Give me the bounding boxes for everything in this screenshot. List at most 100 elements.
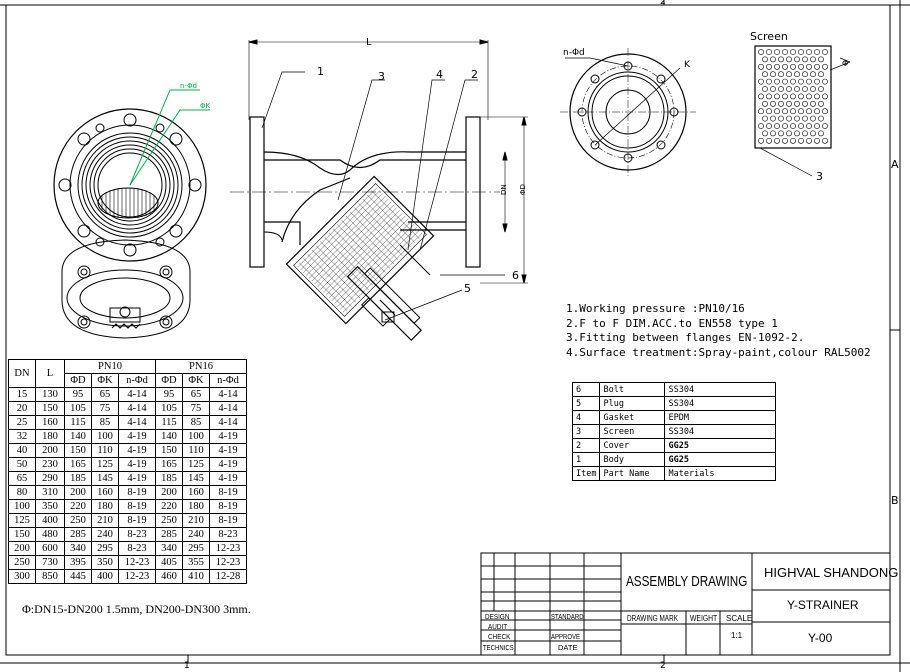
screen-thickness-note: Φ:DN15-DN200 1.5mm, DN200-DN300 3mm. <box>22 602 251 616</box>
screen-hole <box>762 86 768 92</box>
dims-cell: 15 <box>8 387 36 402</box>
standard-label: STANDARD <box>551 612 584 621</box>
dims-cell: 8-19 <box>209 485 247 500</box>
screen-hole <box>778 130 784 137</box>
dims-cell: 150 <box>64 443 92 458</box>
screen-hole <box>782 78 788 85</box>
screen-hole <box>790 93 796 100</box>
part-item: 4 <box>571 410 601 425</box>
dims-cell: 140 <box>155 429 183 444</box>
screen-hole <box>790 137 796 144</box>
dims-cell: 210 <box>182 513 210 528</box>
screen-hole <box>794 115 800 122</box>
screen-hole <box>810 56 816 63</box>
part-material: SS304 <box>664 424 777 439</box>
dims-cell: 250 <box>64 513 92 528</box>
dims-sub: ΦK <box>91 373 119 388</box>
screen-hole <box>786 130 792 137</box>
dims-cell: 95 <box>64 387 92 402</box>
dims-cell: 65 <box>8 471 36 486</box>
screen-hole <box>802 71 808 78</box>
screen-hole <box>802 130 808 137</box>
screen-hole <box>806 63 812 70</box>
dims-cell: 115 <box>64 415 92 430</box>
dims-header-pn10: PN10 <box>64 359 156 374</box>
dims-cell: 4-14 <box>209 387 247 402</box>
dims-cell: 8-19 <box>118 485 156 500</box>
dims-cell: 40 <box>8 443 36 458</box>
title-block <box>480 552 891 656</box>
zone-mark-top-2: 2 <box>660 0 666 7</box>
screen-hole <box>806 93 812 100</box>
screen-hole <box>778 56 784 63</box>
dims-cell: 160 <box>182 485 210 500</box>
part-item: 3 <box>571 424 601 439</box>
dims-cell: 100 <box>182 429 210 444</box>
screen-hole <box>810 71 816 78</box>
screen-hole <box>778 71 784 78</box>
part-material: GG25 <box>664 438 777 453</box>
callout-1: 1 <box>317 65 324 78</box>
screen-hole <box>794 100 800 107</box>
dims-cell: 200 <box>64 485 92 500</box>
screen-hole <box>770 100 776 107</box>
dims-cell: 110 <box>182 443 210 458</box>
part-header-material: Materials <box>664 466 777 481</box>
screen-hole <box>778 100 784 107</box>
part-header-item: Item <box>571 466 601 481</box>
screen-hole <box>806 78 812 85</box>
approve-label: APPROVE <box>551 632 581 641</box>
dims-cell: 125 <box>182 457 210 472</box>
screen-callout-3: 3 <box>816 170 823 183</box>
dims-cell: 150 <box>35 401 65 416</box>
screen-hole <box>758 93 764 100</box>
screen-hole <box>786 86 792 92</box>
dims-cell: 100 <box>8 499 36 514</box>
flange-n-phid-label: n-Φd <box>563 48 585 58</box>
dims-cell: 300 <box>8 569 36 584</box>
callout-5: 5 <box>464 282 471 295</box>
screen-hole <box>774 137 780 144</box>
dims-cell: 4-19 <box>209 429 247 444</box>
part-material: GG25 <box>664 452 777 467</box>
dims-cell: 4-19 <box>118 443 156 458</box>
screen-hole <box>782 63 788 70</box>
screen-hole <box>814 93 820 100</box>
dims-cell: 8-23 <box>209 527 247 542</box>
screen-hole <box>758 78 764 85</box>
dims-cell: 8-23 <box>118 541 156 556</box>
check-label: CHECK <box>488 632 511 641</box>
part-name: Bolt <box>599 382 666 397</box>
dims-cell: 115 <box>155 415 183 430</box>
dims-cell: 4-19 <box>118 429 156 444</box>
screen-hole <box>806 137 812 144</box>
part-item: 1 <box>571 452 601 467</box>
screen-hole <box>766 49 772 55</box>
design-label: DESIGN <box>485 612 510 621</box>
screen-hole <box>766 123 772 129</box>
screen-hole <box>762 115 768 122</box>
dims-cell: 460 <box>155 569 183 584</box>
screen-hole <box>782 49 788 55</box>
dims-sub: ΦD <box>64 373 92 388</box>
zone-mark-a: A <box>891 158 899 171</box>
screen-hole <box>774 63 780 70</box>
screen-hole <box>814 108 820 115</box>
screen-hole <box>822 78 828 85</box>
screen-hole <box>774 78 780 85</box>
screen-hole <box>766 93 772 100</box>
screen-hole <box>774 123 780 129</box>
dims-cell: 95 <box>155 387 183 402</box>
screen-hole <box>822 137 828 144</box>
screen-hole <box>822 108 828 115</box>
screen-hole <box>770 56 776 63</box>
zone-mark-b: B <box>891 494 899 507</box>
dims-cell: 165 <box>155 457 183 472</box>
